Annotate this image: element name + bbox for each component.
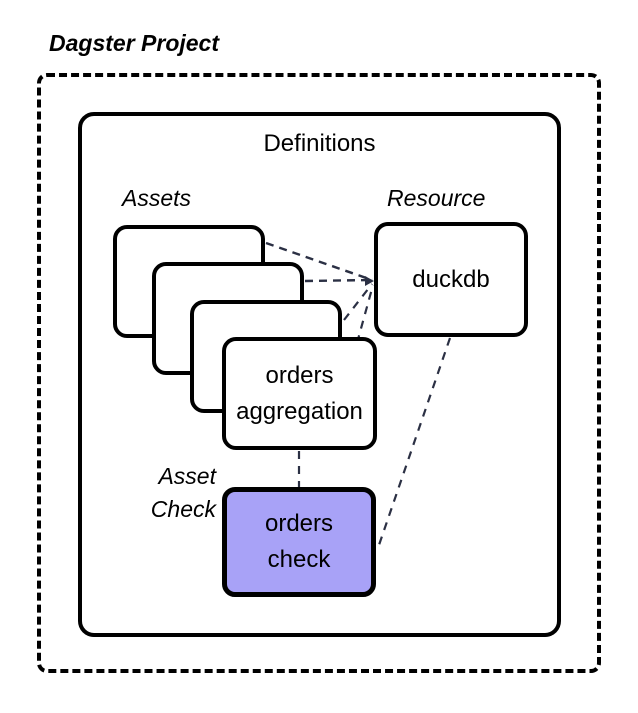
project-boundary [37,73,601,673]
orders-check-line2: check [267,546,331,573]
orders-aggregation-line1: orders [265,361,334,389]
asset-check-card-orders-check[interactable]: orders check [222,487,376,597]
assets-group-label: Assets [122,185,192,211]
asset-card-orders-aggregation[interactable]: orders aggregation [222,337,377,450]
project-title: Dagster Project [49,30,220,56]
orders-aggregation-line2: aggregation [236,397,363,425]
asset-card-orders-aggregation-label: orders aggregation [236,358,363,430]
orders-check-line1: orders [264,510,334,537]
asset-check-label-line2: Check [150,496,216,522]
definitions-label: Definitions [263,130,376,157]
duckdb-label: duckdb [412,265,490,293]
resource-card-duckdb[interactable]: duckdb [374,222,528,337]
resource-group-label: Resource [387,185,486,211]
asset-check-group-label: Asset Check [112,460,216,526]
asset-check-card-label: orders check [265,506,333,578]
asset-check-label-line1: Asset [158,463,216,489]
